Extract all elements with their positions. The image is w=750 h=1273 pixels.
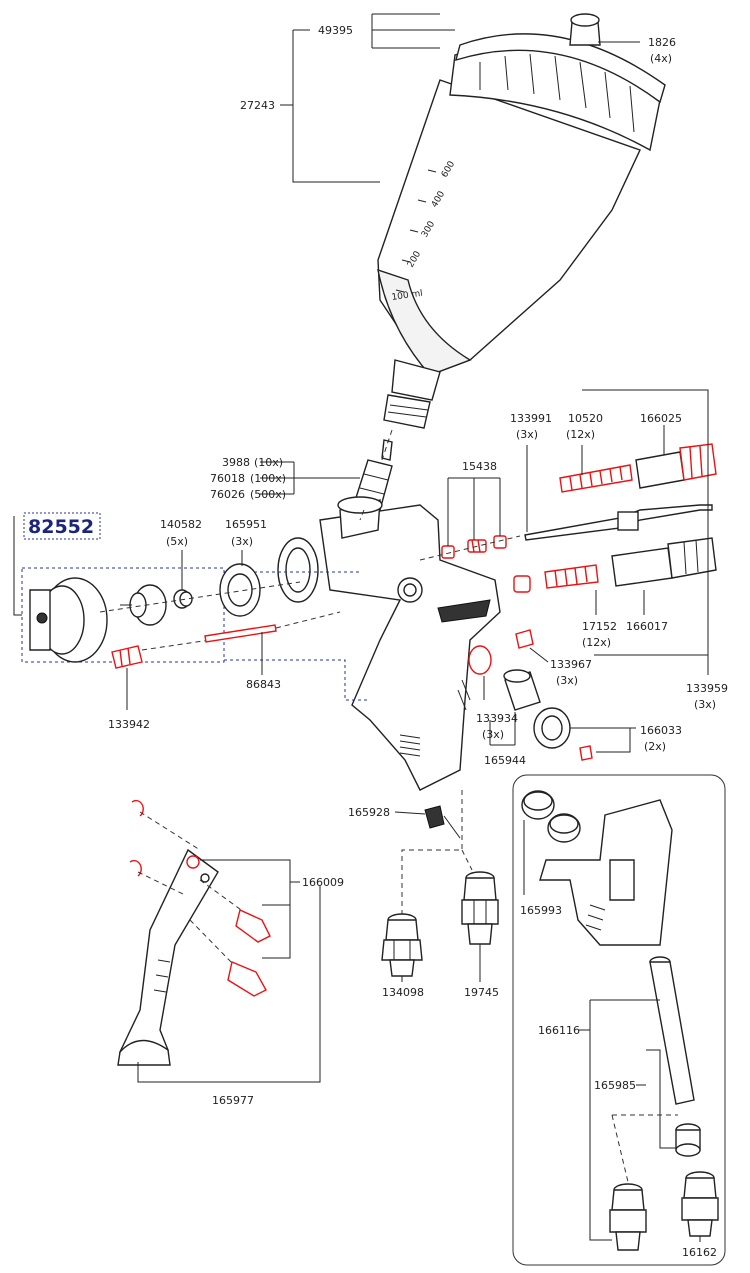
adjust-knob-166033 <box>533 707 593 761</box>
part-165928 <box>424 805 461 839</box>
part-140582-number: 140582 <box>160 518 202 531</box>
oring-133934 <box>468 645 492 675</box>
part-27243-number: 27243 <box>240 99 275 112</box>
seal-165985 <box>675 1123 701 1157</box>
fitting-left <box>609 1183 647 1251</box>
fitting-19745 <box>461 871 499 945</box>
part-10520-number: 10520 <box>568 412 603 425</box>
part-133942-number: 133942 <box>108 718 150 731</box>
part-140582-qty: (5x) <box>166 535 188 548</box>
trigger-165977 <box>117 848 219 1066</box>
paint-cup: 600 400 300 200 100 ml <box>377 13 666 429</box>
trigger-grip-lines <box>153 959 171 993</box>
fluid-adjust-166017 <box>611 537 717 587</box>
air-valve-165944 <box>503 669 541 711</box>
spring-10520 <box>559 464 633 493</box>
part-17152-number: 17152 <box>582 620 617 633</box>
part-166033-number: 166033 <box>640 724 682 737</box>
part-165951-qty: (3x) <box>231 535 253 548</box>
fluid-nozzle <box>120 584 167 626</box>
part-133967-qty: (3x) <box>556 674 578 687</box>
part-133967-number: 133967 <box>550 658 592 671</box>
part-16162-number: 16162 <box>682 1246 717 1259</box>
pins-166009 <box>227 909 271 997</box>
handle-165993 <box>539 799 673 946</box>
part-133934-qty: (3x) <box>482 728 504 741</box>
handle-grip-lines <box>585 904 606 931</box>
part-17152-qty: (12x) <box>582 636 611 649</box>
fitting-16162 <box>681 1171 719 1237</box>
part-133959-number: 133959 <box>686 682 728 695</box>
spray-gun-body <box>277 496 501 791</box>
air-tube-166116 <box>649 956 695 1105</box>
part-3988-qty: (10x) <box>254 456 283 469</box>
part-165951-number: 165951 <box>225 518 267 531</box>
grip-covers-165993 <box>521 790 581 843</box>
air-distribution-ring <box>219 563 261 617</box>
cup-volume-scale: 600 400 300 200 100 ml <box>391 159 457 303</box>
part-76018-number: 76018 <box>210 472 245 485</box>
part-133959-qty: (3x) <box>694 698 716 711</box>
part-76026-qty: (500x) <box>250 488 286 501</box>
part-133991-number: 133991 <box>510 412 552 425</box>
part-166009-number: 166009 <box>302 876 344 889</box>
part-165944-number: 165944 <box>484 754 526 767</box>
part-133967-seal <box>515 629 534 649</box>
part-49395-number: 49395 <box>318 24 353 37</box>
air-cap <box>29 577 108 663</box>
part-166017-number: 166017 <box>626 620 668 633</box>
needle-seal-133942 <box>111 645 143 669</box>
part-76018-qty: (100x) <box>250 472 286 485</box>
needle-133991 <box>524 504 713 541</box>
grip-texture <box>399 679 471 757</box>
scale-100-label: 100 ml <box>391 289 423 303</box>
part-19745-number: 19745 <box>464 986 499 999</box>
part-165977-number: 165977 <box>212 1094 254 1107</box>
part-133934-number: 133934 <box>476 712 518 725</box>
circlips-166009 <box>129 799 144 877</box>
part-15438-number: 15438 <box>462 460 497 473</box>
part-10520-qty: (12x) <box>566 428 595 441</box>
part-165928-number: 165928 <box>348 806 390 819</box>
part-1826-qty: (4x) <box>650 52 672 65</box>
part-3988-number: 3988 <box>222 456 250 469</box>
part-133991-qty: (3x) <box>516 428 538 441</box>
part-165985-number: 165985 <box>594 1079 636 1092</box>
lid-ribs <box>479 53 635 133</box>
part-86843-number: 86843 <box>246 678 281 691</box>
part-1826-number: 1826 <box>648 36 676 49</box>
part-76026-number: 76026 <box>210 488 245 501</box>
part-166033-qty: (2x) <box>644 740 666 753</box>
rod-86843 <box>204 624 277 643</box>
part-166116-number: 166116 <box>538 1024 580 1037</box>
spring-17152 <box>513 564 599 593</box>
kit-82552-label-box <box>23 512 101 540</box>
part-166025-number: 166025 <box>640 412 682 425</box>
handle-kit-box <box>512 774 726 1266</box>
part-165993-number: 165993 <box>520 904 562 917</box>
part-134098-number: 134098 <box>382 986 424 999</box>
knob-166025 <box>635 443 717 489</box>
fitting-134098 <box>381 913 423 977</box>
kit-82552-number: 82552 <box>28 516 94 538</box>
